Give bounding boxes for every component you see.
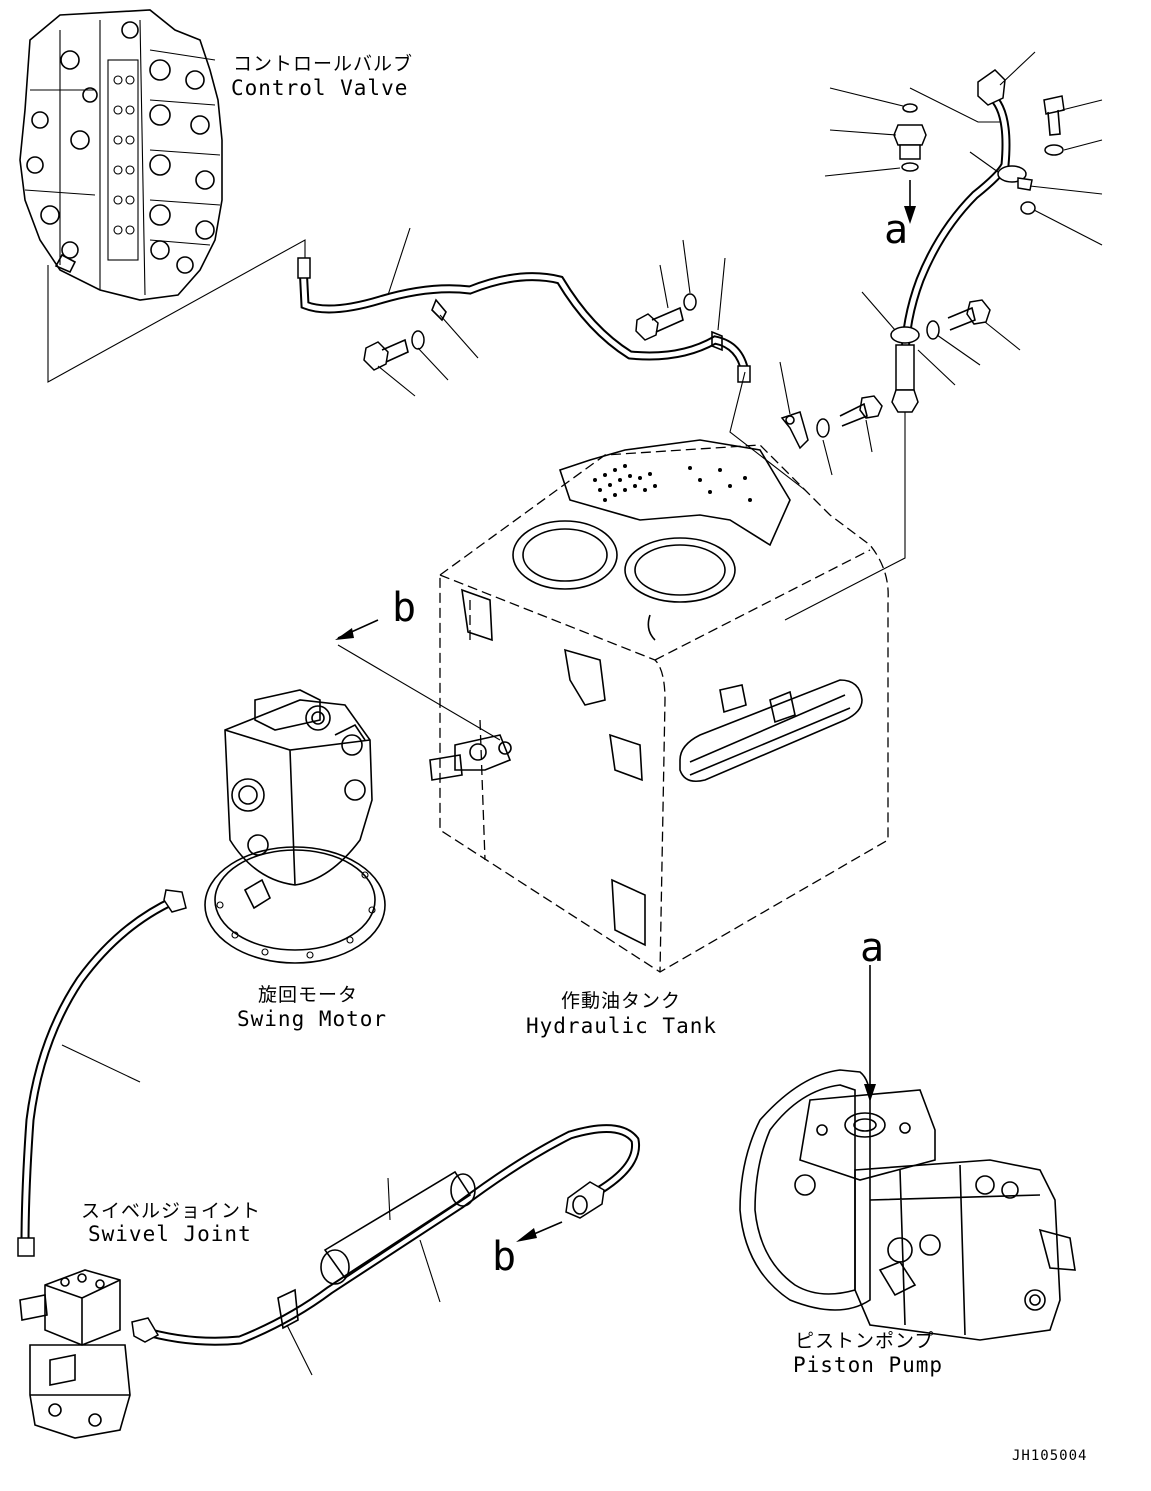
piston-pump-drawing (739, 1069, 1076, 1341)
bolt-right-middle (926, 299, 991, 340)
swing-motor-drawing (204, 689, 386, 964)
hydraulic-tank-drawing (429, 439, 889, 973)
adapter-fitting (893, 124, 927, 160)
leader-oring-tube (909, 87, 1000, 123)
leader-lines-bottom (286, 1177, 441, 1376)
bracket-clamp (780, 395, 883, 450)
swivel-joint-label-en: Swivel Joint (88, 1222, 252, 1246)
swivel-joint-drawing (19, 1269, 131, 1439)
piston-pump-label-en: Piston Pump (793, 1353, 944, 1377)
hydraulic-tank-label-en: Hydraulic Tank (526, 1014, 718, 1038)
drawing-id: JH105004 (1012, 1448, 1088, 1464)
bolt-top-right (1043, 95, 1065, 136)
bolt-middle (635, 293, 697, 341)
o-ring-lower (901, 162, 919, 172)
piston-pump-label-jp: ピストンポンプ (795, 1330, 935, 1352)
swing-motor-label-jp: 旋回モータ (258, 984, 359, 1006)
callout-a-pump: a (860, 925, 885, 971)
washer-top-right (1044, 144, 1064, 156)
clamp-top-right (1017, 177, 1033, 191)
callout-b-tank: b (392, 585, 417, 631)
leader-lines-top-right (779, 51, 1103, 476)
upper-drain-hose (297, 257, 751, 383)
swing-to-swivel-hose (17, 889, 187, 1257)
hydraulic-tank-label-jp: 作動油タンク (561, 990, 682, 1012)
o-ring-top (902, 103, 918, 113)
swing-motor-label-en: Swing Motor (237, 1007, 388, 1031)
leader-left-hose (61, 1044, 141, 1083)
control-valve-label-jp: コントロールバルブ (233, 53, 414, 75)
callout-a-top: a (884, 207, 909, 253)
control-valve-leader (47, 239, 306, 383)
swivel-to-tank-hose (131, 1124, 641, 1346)
callout-b-hose: b (492, 1234, 517, 1280)
upper-pump-tube (890, 69, 1027, 413)
leader-hose-to-tank (729, 371, 806, 491)
leader-tube-to-tank (784, 412, 906, 621)
control-valve-label-en: Control Valve (231, 76, 409, 100)
leader-lines-top-left (377, 227, 726, 397)
swivel-joint-label-jp: スイベルジョイント (81, 1200, 262, 1222)
bolt-left (363, 330, 425, 371)
leader-tank-b (337, 644, 501, 741)
nut-top-right (1020, 201, 1036, 215)
control-valve-drawing (19, 9, 223, 301)
